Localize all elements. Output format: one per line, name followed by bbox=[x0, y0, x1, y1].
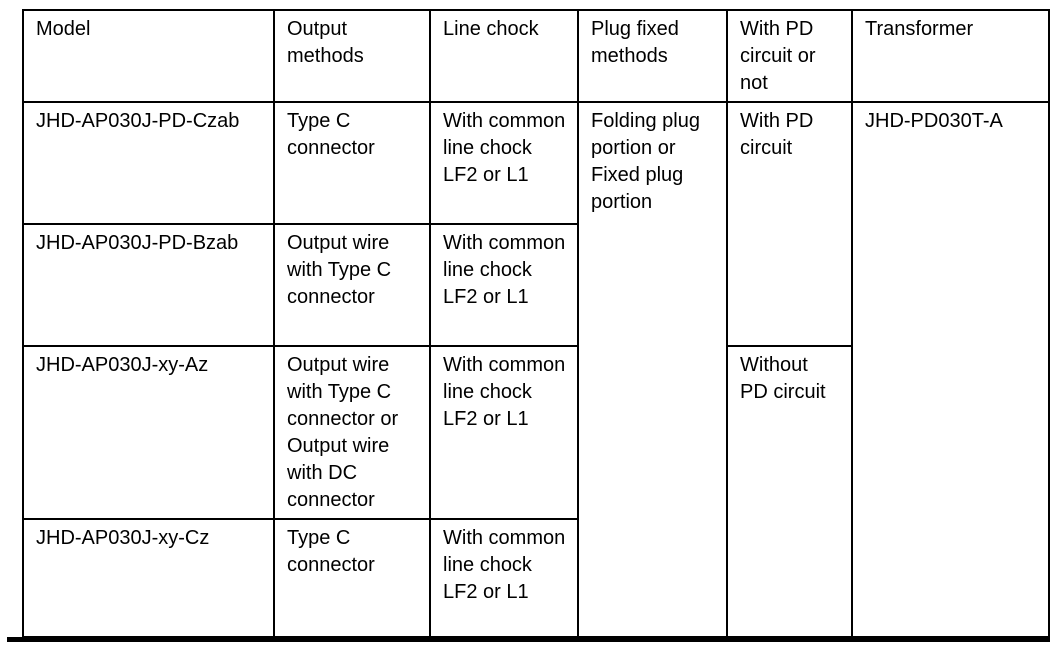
table-row: JHD-AP030J-PD-Bzab Output wire with Type… bbox=[22, 223, 1049, 347]
header-output-methods: Output methods bbox=[273, 9, 431, 103]
cell-model: JHD-AP030J-PD-Czab bbox=[22, 101, 275, 225]
table-row: JHD-AP030J-xy-Cz Type C connector With c… bbox=[22, 518, 1049, 638]
header-line-chock: Line chock bbox=[429, 9, 579, 103]
cell-model: JHD-AP030J-xy-Az bbox=[22, 345, 275, 520]
cell-plug-fixed-methods: Folding plug portion or Fixed plug porti… bbox=[577, 101, 728, 638]
cell-output-methods: Output wire with Type C connector or Out… bbox=[273, 345, 431, 520]
cell-with-pd-circuit: With PD circuit bbox=[726, 101, 853, 347]
table-row: JHD-AP030J-xy-Az Output wire with Type C… bbox=[22, 345, 1049, 638]
cell-model: JHD-AP030J-PD-Bzab bbox=[22, 223, 275, 347]
cell-line-chock: With common line chock LF2 or L1 bbox=[429, 223, 579, 347]
header-model: Model bbox=[22, 9, 275, 103]
cell-transformer: JHD-PD030T-A bbox=[851, 101, 1050, 638]
page-bottom-rule bbox=[7, 637, 1050, 642]
cell-output-methods: Type C connector bbox=[273, 101, 431, 225]
cell-line-chock: With common line chock LF2 or L1 bbox=[429, 345, 579, 520]
header-plug-fixed-methods: Plug fixed methods bbox=[577, 9, 728, 103]
cell-output-methods: Type C connector bbox=[273, 518, 431, 638]
table-row: JHD-AP030J-PD-Czab Type C connector With… bbox=[22, 101, 1050, 638]
header-row: Model Output methods Line chock Plug fix… bbox=[22, 9, 1050, 103]
cell-model: JHD-AP030J-xy-Cz bbox=[22, 518, 275, 638]
cell-line-chock: With common line chock LF2 or L1 bbox=[429, 518, 579, 638]
cell-line-chock: With common line chock LF2 or L1 bbox=[429, 101, 579, 225]
header-pd-circuit: With PD circuit or not bbox=[726, 9, 853, 103]
header-transformer: Transformer bbox=[851, 9, 1050, 103]
cell-output-methods: Output wire with Type C connector bbox=[273, 223, 431, 347]
model-spec-table: Model Output methods Line chock Plug fix… bbox=[22, 9, 1050, 638]
cell-without-pd-circuit: Without PD circuit bbox=[726, 345, 853, 638]
